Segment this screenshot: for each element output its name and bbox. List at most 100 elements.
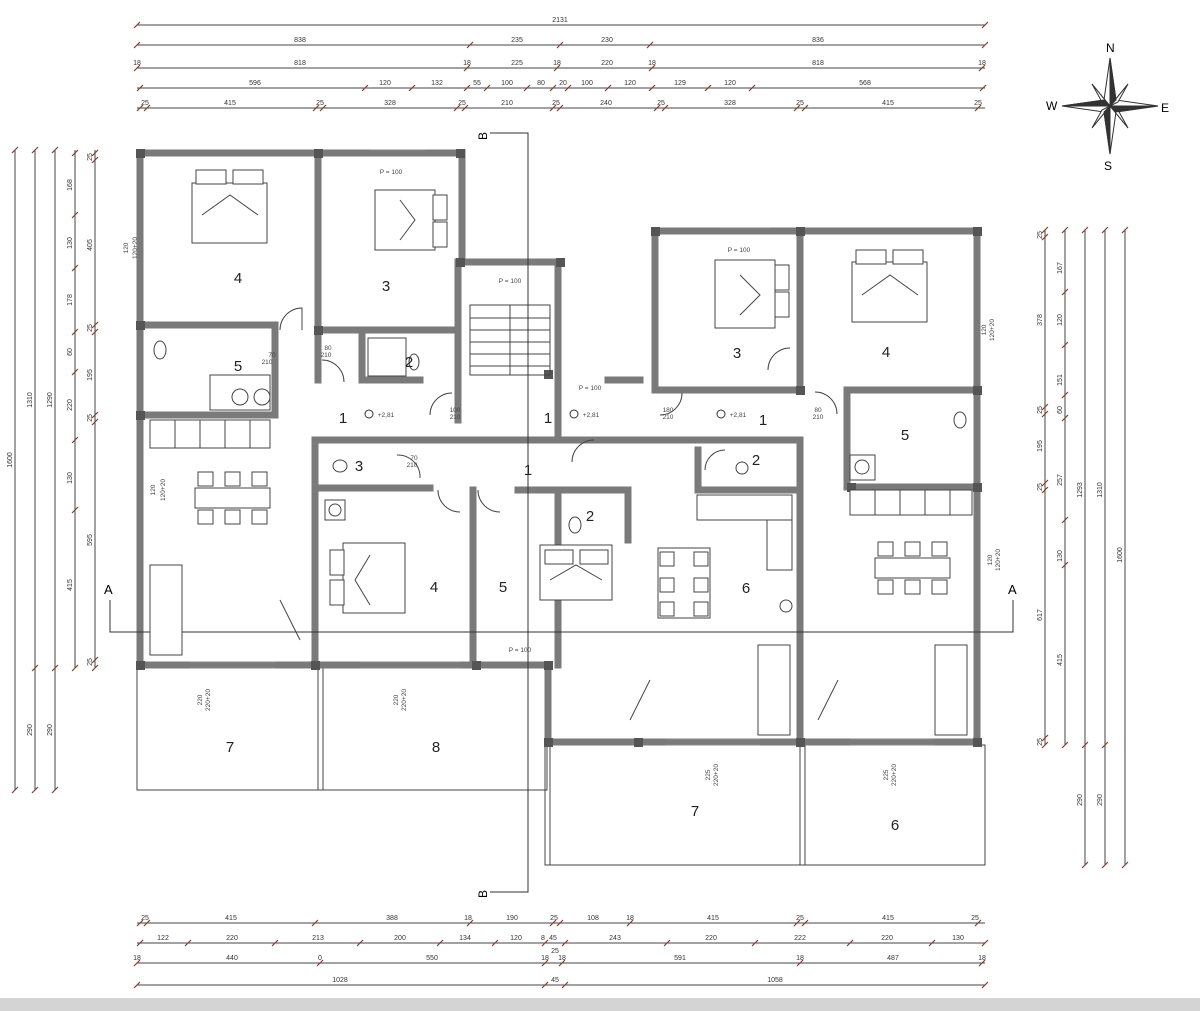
dimension-label: 18 <box>978 955 986 962</box>
dimension-label: 168 <box>67 179 74 191</box>
dimension-annotation: 120+20 <box>160 479 167 501</box>
dimension-label: 130 <box>67 472 74 484</box>
dimension-tick <box>981 21 989 29</box>
dimension-label: 1600 <box>7 452 14 468</box>
dimension-tick <box>71 664 79 672</box>
dimension-label: 8 <box>541 935 545 942</box>
dimension-tick <box>133 64 141 72</box>
dimension-label: 818 <box>294 60 306 67</box>
columns <box>136 149 982 747</box>
dimension-label: 220 <box>705 935 717 942</box>
dimension-label: 568 <box>859 80 871 87</box>
dimension-annotation: 210 <box>813 414 824 421</box>
dimension-tick <box>978 959 986 967</box>
dimension-label: 220 <box>67 399 74 411</box>
dimension-label: 415 <box>707 915 719 922</box>
dimension-label: 190 <box>506 915 518 922</box>
kitchen-counter <box>849 489 973 516</box>
dimension-tick <box>981 41 989 49</box>
dimension-annotation: 220 <box>197 694 204 705</box>
dimension-tick <box>71 368 79 376</box>
bottom-scrollbar[interactable] <box>0 998 1200 1011</box>
dimension-label: 45 <box>551 977 559 984</box>
dimension-label: 45 <box>549 935 557 942</box>
dimension-tick <box>31 146 39 154</box>
dimension-tick <box>1061 288 1069 296</box>
dimension-label: 25 <box>550 915 558 922</box>
dimension-tick <box>71 436 79 444</box>
dimension-label: 200 <box>394 935 406 942</box>
dimension-label: 243 <box>609 935 621 942</box>
dimension-annotation: 225 <box>705 769 712 780</box>
dimension-tick <box>466 41 474 49</box>
dimension-label: 415 <box>1057 654 1064 666</box>
dimension-label: 60 <box>1057 406 1064 414</box>
dimension-tick <box>1041 410 1049 418</box>
dimension-tick <box>541 939 549 947</box>
dimension-tick <box>491 939 499 947</box>
dimension-label: 134 <box>459 935 471 942</box>
dimension-tick <box>556 919 564 927</box>
compass-east: E <box>1161 101 1169 115</box>
dimension-label: 220 <box>601 60 613 67</box>
dimension-label: 617 <box>1037 609 1044 621</box>
dimension-label: 100 <box>501 80 513 87</box>
dimension-tick <box>136 104 144 112</box>
dimension-label: 18 <box>464 915 472 922</box>
dimension-label: 25 <box>796 915 804 922</box>
dimension-annotation: 210 <box>321 352 332 359</box>
dimension-annotation: 120 <box>981 324 988 335</box>
dimension-label: 130 <box>1057 550 1064 562</box>
dimension-label: 1310 <box>27 392 34 408</box>
dimension-tick <box>1081 741 1089 749</box>
dimension-tick <box>466 919 474 927</box>
dimension-annotation: 120+20 <box>995 549 1002 571</box>
dimension-label: 132 <box>431 80 443 87</box>
dimension-tick <box>436 939 444 947</box>
dimension-tick <box>133 981 141 989</box>
bed-icon <box>374 189 448 251</box>
room-number: 2 <box>752 452 760 469</box>
dimension-tick <box>549 104 557 112</box>
dimension-label: 487 <box>887 955 899 962</box>
bed-icon <box>191 169 268 244</box>
dimension-tick <box>561 939 569 947</box>
elevation-marker-icon <box>716 409 726 419</box>
dimension-tick <box>319 104 327 112</box>
dimension-tick <box>316 959 324 967</box>
room-number: 2 <box>405 354 413 371</box>
dimension-tick <box>463 64 471 72</box>
dimension-label: 18 <box>463 60 471 67</box>
dimension-label: 108 <box>587 915 599 922</box>
dimension-label: 290 <box>1097 794 1104 806</box>
dimension-annotation: 70 <box>268 352 276 359</box>
dimension-label: 378 <box>1037 314 1044 326</box>
compass-west: W <box>1046 99 1058 113</box>
dimension-tick <box>453 104 461 112</box>
dimension-tick <box>981 981 989 989</box>
furniture <box>149 149 973 746</box>
kitchen-counter <box>149 419 271 449</box>
dimension-tick <box>626 919 634 927</box>
dining-table-icon <box>874 541 951 595</box>
dimension-label: 120 <box>1057 314 1064 326</box>
bed-icon <box>714 259 790 329</box>
dimension-label: 25 <box>87 658 94 666</box>
windows <box>190 149 935 746</box>
dimension-tick <box>928 939 936 947</box>
dimension-tick <box>356 939 364 947</box>
dimension-annotation: 220+20 <box>401 689 408 711</box>
dimension-tick <box>311 919 319 927</box>
dimension-tick <box>974 919 982 927</box>
dimension-label: 1310 <box>1097 482 1104 498</box>
section-b-bottom: B <box>476 890 490 898</box>
dimension-tick <box>136 939 144 947</box>
dimension-label: 25 <box>316 100 324 107</box>
dimension-label: 18 <box>133 60 141 67</box>
dimension-tick <box>483 84 491 92</box>
dimension-tick <box>648 64 656 72</box>
dimension-tick <box>751 939 759 947</box>
dimension-tick <box>653 104 661 112</box>
dimension-tick <box>11 786 19 794</box>
staircase <box>469 304 551 376</box>
